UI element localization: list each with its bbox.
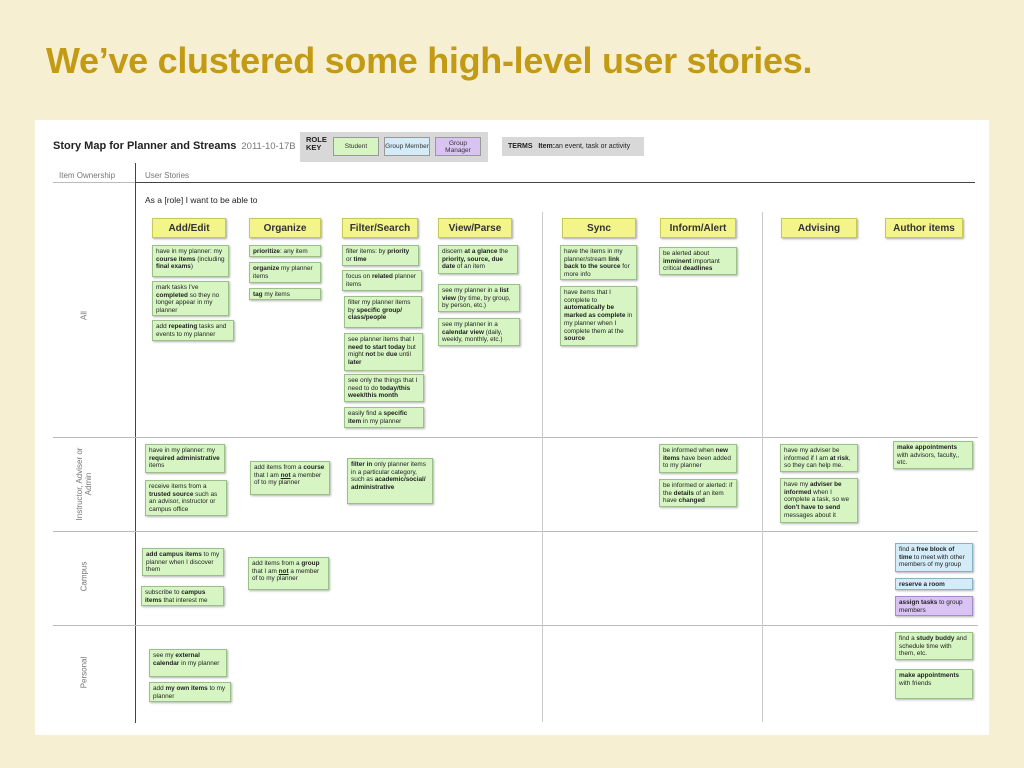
- story-card: mark tasks I've completed so they no lon…: [152, 281, 229, 316]
- story-card: add repeating tasks and events to my pla…: [152, 320, 234, 341]
- story-card: add my own items to my planner: [149, 682, 231, 702]
- story-card: filter items: by priority or time: [342, 245, 419, 266]
- activity-sync: Sync: [562, 218, 636, 238]
- column-header-item-ownership: Item Ownership: [59, 171, 116, 180]
- story-card: organize my planner items: [249, 262, 321, 283]
- story-card: be informed or alerted: if the details o…: [659, 479, 737, 507]
- story-card: see my external calendar in my planner: [149, 649, 227, 677]
- role-chip-student: Student: [333, 137, 379, 156]
- story-card: receive items from a trusted source such…: [145, 480, 227, 516]
- story-card: make appointments with advisors, faculty…: [893, 441, 973, 469]
- activity-inform-alert: Inform/Alert: [660, 218, 736, 238]
- story-card: add items from a course that I am not a …: [250, 461, 330, 495]
- story-card: see my planner in a list view (by time, …: [438, 284, 520, 312]
- story-card: have in my planner: my course items (inc…: [152, 245, 229, 277]
- terms-item: Item:: [538, 143, 556, 150]
- story-card: have items that I complete to automatica…: [560, 286, 637, 346]
- terms-definition: an event, task or activity: [555, 143, 631, 150]
- row-divider-2: [53, 531, 978, 532]
- board-date: 2011-10-17B: [241, 141, 296, 152]
- role-chip-group-manager: Group Manager: [435, 137, 481, 156]
- story-card: subscribe to campus items that interest …: [141, 586, 224, 606]
- story-card: have my adviser be informed when I compl…: [780, 478, 858, 523]
- role-key: ROLE KEY Student Group Member Group Mana…: [300, 132, 488, 162]
- terms-label: TERMS: [508, 143, 533, 150]
- activity-author-items: Author items: [885, 218, 963, 238]
- row-label-instructor: Instructor, Adviser or Admin: [75, 447, 93, 521]
- activity-organize: Organize: [249, 218, 321, 238]
- story-card: have in my planner: my required administ…: [145, 444, 225, 473]
- row-divider-1: [53, 437, 978, 438]
- ownership-divider: [135, 163, 136, 723]
- activity-filter-search: Filter/Search: [342, 218, 418, 238]
- story-card: easily find a specific item in my planne…: [344, 407, 424, 428]
- activity-advising: Advising: [781, 218, 857, 238]
- story-card: be alerted about imminent important crit…: [659, 247, 737, 275]
- story-card: add items from a group that I am not a m…: [248, 557, 329, 590]
- activity-view-parse: View/Parse: [438, 218, 512, 238]
- story-card: see only the things that I need to do to…: [344, 374, 424, 402]
- column-divider-1: [542, 212, 543, 722]
- activity-add-edit: Add/Edit: [152, 218, 226, 238]
- terms-box: TERMS Item: an event, task or activity: [502, 137, 644, 156]
- story-card: tag my items: [249, 288, 321, 300]
- story-card: see planner items that I need to start t…: [344, 333, 423, 371]
- role-key-label: ROLE KEY: [306, 135, 327, 152]
- story-card: find a free block of time to meet with o…: [895, 543, 973, 572]
- column-header-user-stories: User Stories: [145, 171, 190, 180]
- row-label-campus: Campus: [79, 561, 89, 592]
- slide-title: We’ve clustered some high-level user sto…: [46, 40, 813, 81]
- story-card: have the items in my planner/stream link…: [560, 245, 637, 280]
- story-card: prioritize: any item: [249, 245, 321, 257]
- story-card: discern at a glance the priority, source…: [438, 245, 518, 274]
- story-card: make appointments with friends: [895, 669, 973, 699]
- story-card: have my adviser be informed if I am at r…: [780, 444, 858, 472]
- role-chip-group-member: Group Member: [384, 137, 430, 156]
- row-divider-3: [53, 625, 978, 626]
- story-card: add campus items to my planner when I di…: [142, 548, 224, 576]
- header-divider: [135, 182, 975, 183]
- story-card: be informed when new items have been add…: [659, 444, 737, 473]
- story-card: filter in only planner items in a partic…: [347, 458, 433, 504]
- story-card: filter my planner items by specific grou…: [344, 296, 422, 328]
- story-card: see my planner in a calendar view (daily…: [438, 318, 520, 346]
- story-card: find a study buddy and schedule time wit…: [895, 632, 973, 660]
- row-label-all: All: [79, 311, 89, 320]
- header-divider-left: [53, 182, 135, 183]
- lead-text: As a [role] I want to be able to: [145, 195, 258, 205]
- row-label-personal: Personal: [79, 656, 89, 689]
- story-card: focus on related planner items: [342, 270, 422, 291]
- column-divider-2: [762, 212, 763, 722]
- story-card: assign tasks to group members: [895, 596, 973, 616]
- story-card: reserve a room: [895, 578, 973, 590]
